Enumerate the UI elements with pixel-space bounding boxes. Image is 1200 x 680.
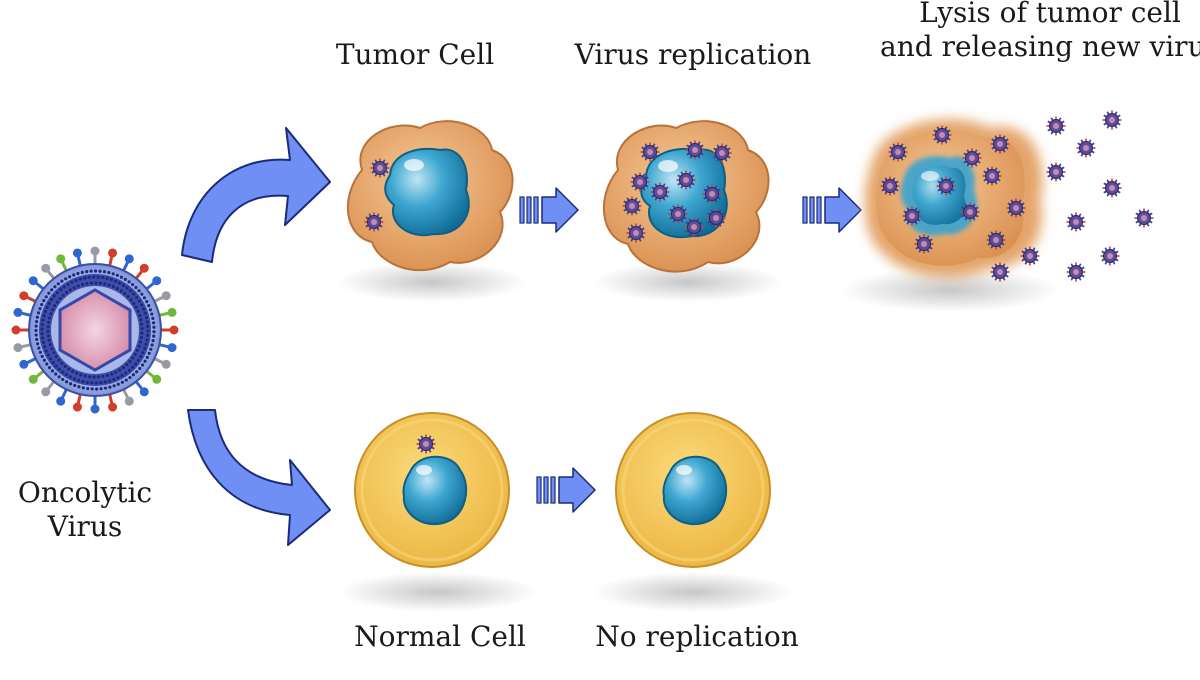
virus-particle-icon	[626, 223, 646, 243]
lysed-tumor-cell-icon	[864, 119, 1043, 278]
oncolytic-virus-label: Oncolytic Virus	[10, 476, 160, 544]
virus-particle-icon	[1046, 116, 1066, 136]
virus-particle-icon	[902, 206, 922, 226]
tumor-cell-icon	[346, 120, 514, 272]
virus-particle-icon	[702, 184, 722, 204]
virus-particle-icon	[1102, 110, 1122, 130]
released-viruses	[990, 110, 1154, 282]
virus-particle-icon	[370, 158, 390, 178]
virus-particle-icon	[1066, 262, 1086, 282]
virus-particle-icon	[1020, 246, 1040, 266]
virus-particle-icon	[982, 166, 1002, 186]
normal-cell-icon	[354, 412, 510, 568]
triple-bar-arrow-icon	[536, 467, 596, 513]
virus-particle-icon	[622, 196, 642, 216]
virus-particle-icon	[888, 142, 908, 162]
virus-particle-icon	[1100, 246, 1120, 266]
virus-particle-icon	[986, 230, 1006, 250]
no-replication-label: No replication	[595, 620, 799, 653]
virus-particle-icon	[706, 208, 726, 228]
virus-particle-icon	[1076, 138, 1096, 158]
virus-particle-icon	[960, 202, 980, 222]
virus-particle-icon	[640, 142, 660, 162]
virus-particle-icon	[11, 246, 179, 414]
virus-particle-icon	[668, 204, 688, 224]
tumor-cell-label: Tumor Cell	[335, 38, 495, 71]
virus-particle-icon	[914, 234, 934, 254]
virus-particle-icon	[990, 262, 1010, 282]
virus-particle-icon	[990, 134, 1010, 154]
virus-particle-icon	[364, 212, 384, 232]
virus-replication-label: Virus replication	[574, 38, 812, 71]
virus-particle-icon	[1102, 178, 1122, 198]
curved-arrow-icon	[181, 127, 331, 263]
virus-particle-icon	[1066, 212, 1086, 232]
normal-cell-label: Normal Cell	[354, 620, 526, 653]
virus-particle-icon	[676, 170, 696, 190]
infected-tumor-cell-icon	[602, 120, 770, 273]
lysis-label: Lysis of tumor cell and releasing new vi…	[880, 0, 1200, 64]
oncolytic-virus-label-line2: Virus	[47, 510, 123, 543]
virus-particle-icon	[880, 176, 900, 196]
virus-particle-icon	[936, 176, 956, 196]
triple-bar-arrow-icon	[802, 187, 862, 233]
lysis-label-line1: Lysis of tumor cell	[919, 0, 1181, 29]
virus-particle-icon	[712, 143, 732, 163]
virus-particle-icon	[932, 125, 952, 145]
cell-shadows	[337, 262, 1060, 612]
triple-bar-arrow-icon	[519, 187, 579, 233]
virus-particle-icon	[684, 217, 704, 237]
virus-particle-icon	[1046, 162, 1066, 182]
curved-arrow-icon	[187, 409, 331, 546]
virus-particle-icon	[416, 434, 436, 454]
normal-cell-icon	[615, 412, 771, 568]
lysis-label-line2: and releasing new virus	[880, 30, 1200, 63]
virus-particle-icon	[962, 148, 982, 168]
virus-particle-icon	[1134, 208, 1154, 228]
oncolytic-virus-label-line1: Oncolytic	[17, 476, 153, 509]
virus-particle-icon	[650, 182, 670, 202]
virus-particle-icon	[1006, 198, 1026, 218]
virus-particle-icon	[685, 140, 705, 160]
virus-particle-icon	[630, 172, 650, 192]
